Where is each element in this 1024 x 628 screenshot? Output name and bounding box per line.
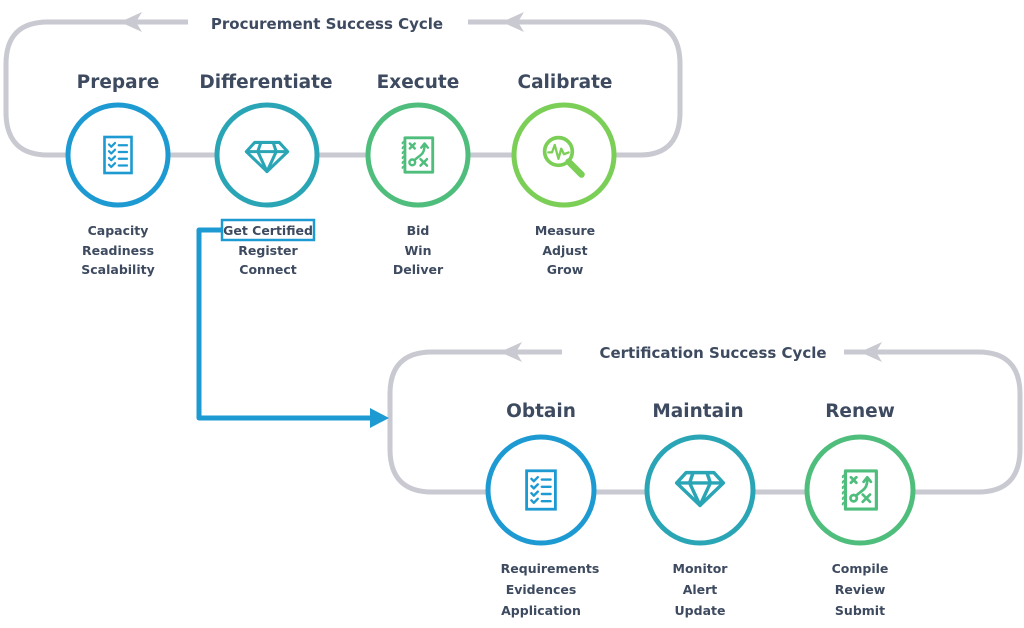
step-circle — [485, 434, 597, 546]
get-certified-connector — [196, 227, 389, 428]
step-circle — [65, 102, 171, 208]
step-circle — [214, 102, 320, 208]
step-item: Monitor — [673, 561, 729, 576]
step-item: Connect — [239, 262, 296, 277]
step-item: Alert — [683, 582, 718, 597]
step-item: Review — [835, 582, 886, 597]
procurement-loop-track — [3, 19, 683, 158]
step-title: Obtain — [506, 401, 576, 422]
step-prepare: Prepare Capacity Readiness Scalability — [65, 72, 171, 277]
step-item: Application — [501, 603, 581, 618]
certification-cycle-title: Certification Success Cycle — [599, 344, 826, 362]
step-item: Register — [238, 243, 298, 258]
step-differentiate: Differentiate Get Certified Register Con… — [199, 72, 332, 277]
step-execute: Execute Bid Win Deliver — [365, 72, 471, 277]
step-item: Requirements — [501, 561, 600, 576]
step-item: Submit — [835, 603, 885, 618]
step-item: Win — [405, 243, 432, 258]
step-renew: Renew Compile Review Submit — [804, 401, 916, 618]
step-circle — [365, 102, 471, 208]
step-item: Capacity — [88, 223, 149, 238]
step-item: Compile — [832, 561, 889, 576]
step-item: Scalability — [81, 262, 155, 277]
procurement-loop: Procurement Success Cycle — [3, 12, 683, 158]
step-calibrate: Calibrate Measure Adjust Grow — [511, 72, 617, 277]
step-title: Renew — [825, 401, 895, 422]
certification-loop-arrow-left — [500, 342, 522, 362]
procurement-loop-arrow-right — [502, 12, 524, 32]
step-item: Evidences — [506, 582, 577, 597]
step-circle — [804, 434, 916, 546]
step-title: Execute — [377, 72, 460, 93]
step-item: Measure — [535, 223, 595, 238]
step-obtain: Obtain Requirements Evidences Applicatio… — [485, 401, 600, 618]
step-title: Prepare — [77, 72, 160, 93]
certification-steps: Obtain Requirements Evidences Applicatio… — [485, 401, 916, 618]
step-title: Differentiate — [199, 72, 332, 93]
step-item: Update — [675, 603, 726, 618]
connector-line — [196, 227, 372, 421]
connector-arrowhead — [370, 408, 389, 428]
step-item: Deliver — [393, 262, 444, 277]
get-certified-item: Get Certified — [223, 223, 313, 238]
procurement-steps: Prepare Capacity Readiness Scalability D… — [65, 72, 617, 277]
step-title: Maintain — [652, 401, 743, 422]
certification-loop-arrow-right — [860, 342, 882, 362]
step-circle — [644, 434, 756, 546]
step-title: Calibrate — [518, 72, 613, 93]
step-item: Grow — [547, 262, 584, 277]
get-certified-highlight-box — [220, 218, 316, 242]
step-item: Readiness — [82, 243, 154, 258]
step-item: Adjust — [542, 243, 587, 258]
procurement-cycle-title: Procurement Success Cycle — [211, 15, 443, 33]
step-item: Bid — [407, 223, 430, 238]
procurement-loop-arrow-left — [120, 12, 142, 32]
step-maintain: Maintain Monitor Alert Update — [644, 401, 756, 618]
